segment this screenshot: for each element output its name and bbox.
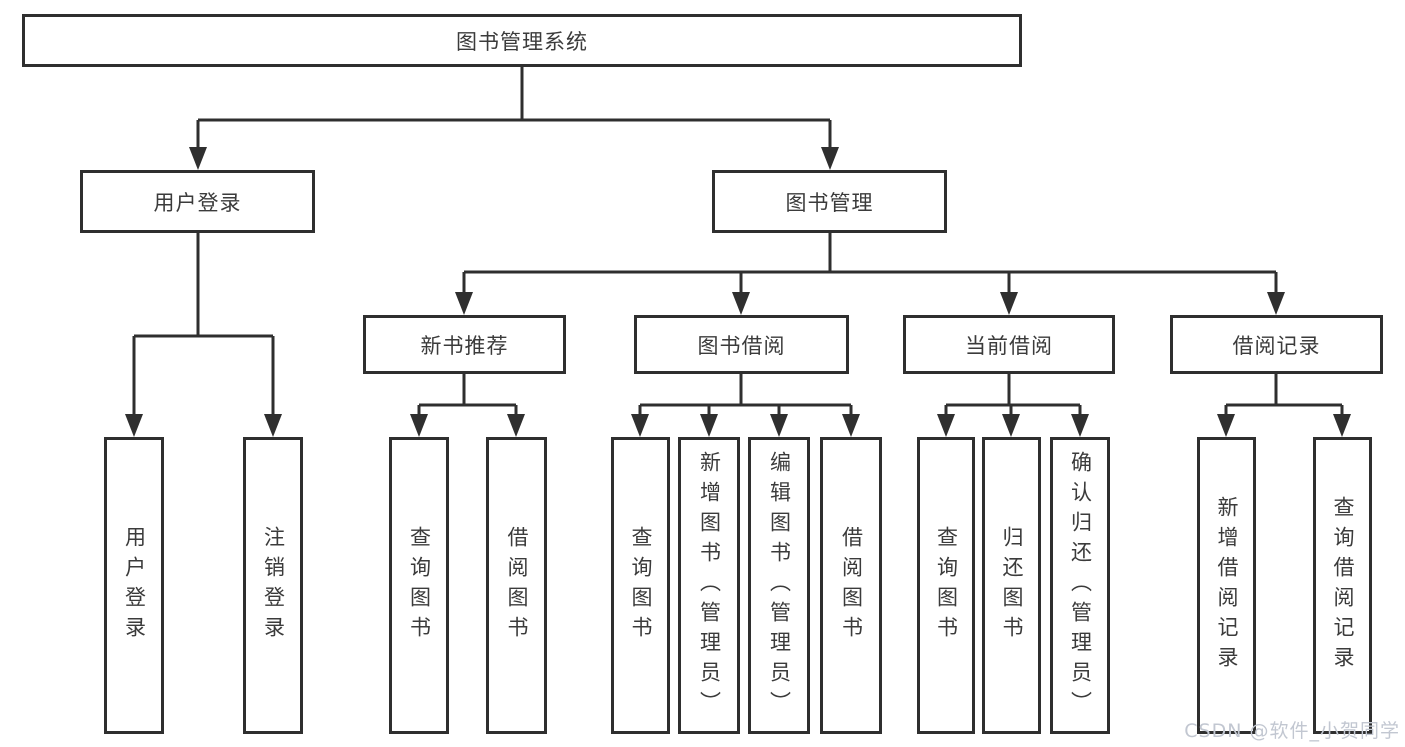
leaf-logout-login: 注销登录 (243, 437, 303, 734)
node-new-book-recommend-label: 新书推荐 (420, 333, 509, 358)
leaf-add-books-admin: 新增图书（管理员） (678, 437, 740, 734)
node-book-borrow-label: 图书借阅 (697, 333, 786, 358)
node-borrow-record-label: 借阅记录 (1232, 333, 1321, 358)
leaf-confirm-return-admin: 确认归还（管理员） (1050, 437, 1110, 734)
csdn-watermark: CSDN @软件_小贺同学 (1184, 720, 1400, 742)
leaf-return-books: 归还图书 (982, 437, 1041, 734)
leaf-query-books-borrow: 查询图书 (611, 437, 670, 734)
leaf-query-borrow-record: 查询借阅记录 (1313, 437, 1372, 734)
node-root-system-label: 图书管理系统 (456, 29, 588, 54)
leaf-borrow-books-borrow: 借阅图书 (820, 437, 882, 734)
leaf-borrow-books-recommend: 借阅图书 (486, 437, 547, 734)
node-borrow-record: 借阅记录 (1170, 315, 1383, 374)
arrowheads (125, 147, 1351, 437)
node-book-management: 图书管理 (712, 170, 947, 233)
node-book-management-label: 图书管理 (785, 190, 874, 215)
leaf-edit-books-admin: 编辑图书（管理员） (748, 437, 810, 734)
leaf-user-login: 用户登录 (104, 437, 164, 734)
node-current-borrow-label: 当前借阅 (965, 333, 1053, 358)
node-current-borrow: 当前借阅 (903, 315, 1115, 374)
node-user-login: 用户登录 (80, 170, 315, 233)
leaf-add-borrow-record: 新增借阅记录 (1197, 437, 1256, 734)
node-new-book-recommend: 新书推荐 (363, 315, 566, 374)
leaf-query-books-recommend: 查询图书 (389, 437, 449, 734)
node-book-borrow: 图书借阅 (634, 315, 849, 374)
node-user-login-label: 用户登录 (153, 190, 242, 215)
leaf-query-books-current: 查询图书 (917, 437, 975, 734)
node-root-system: 图书管理系统 (22, 14, 1022, 67)
